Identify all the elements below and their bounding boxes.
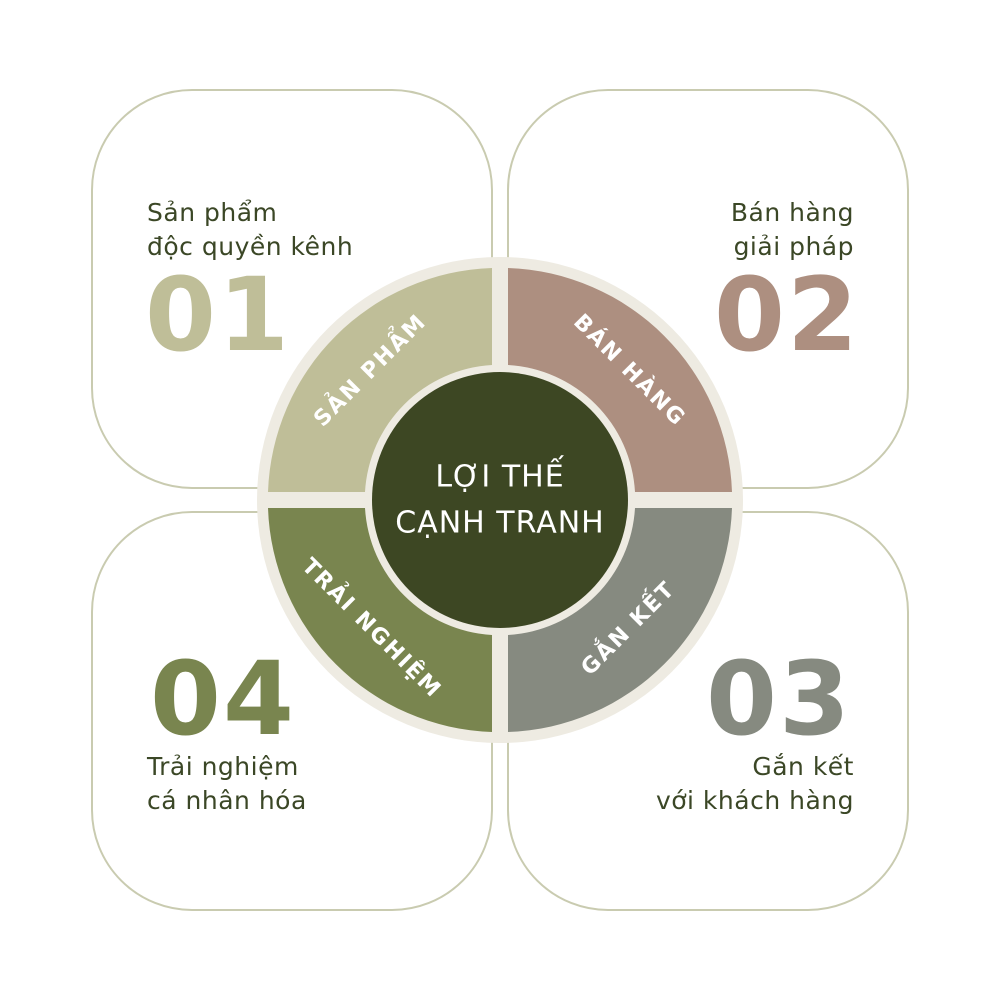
- segment-san-pham: [268, 268, 492, 492]
- card-02-outline: [507, 89, 909, 489]
- card-01-outline: [91, 89, 493, 489]
- card-04-outline: [91, 511, 493, 911]
- segment-gan-ket: [508, 508, 732, 732]
- card-01-number: 01: [145, 256, 291, 375]
- card-04-title: Trải nghiệm cá nhân hóa: [147, 752, 307, 815]
- card-01-title: Sản phẩm độc quyền kênh: [147, 198, 354, 261]
- card-02-title: Bán hàng giải pháp: [730, 198, 854, 261]
- center-title-line1: LỢI THẾ: [435, 456, 564, 495]
- card-02-number: 02: [714, 256, 860, 375]
- card-03-title: Gắn kết với khách hàng: [655, 752, 854, 815]
- segment-ban-hang: [508, 268, 732, 492]
- card-03-outline: [507, 511, 909, 911]
- segment-trai-nghiem: [268, 508, 492, 732]
- center-circle: [372, 372, 628, 628]
- card-03-number: 03: [706, 640, 852, 759]
- center-title-line2: CẠNH TRANH: [395, 506, 604, 541]
- card-04-number: 04: [150, 640, 296, 759]
